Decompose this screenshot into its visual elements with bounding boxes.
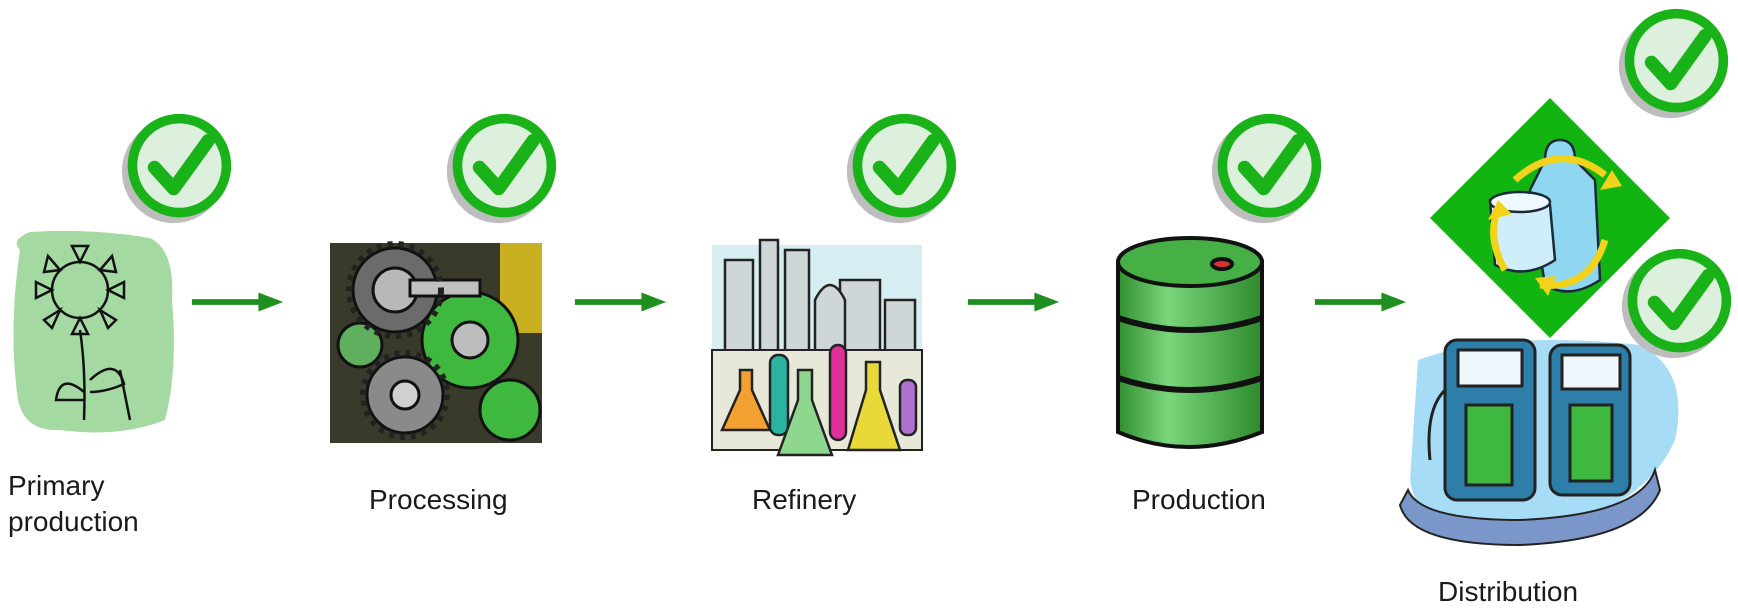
arrow-right-icon	[192, 293, 283, 312]
fuel-pump-icon	[1398, 338, 1679, 547]
check-icon	[122, 114, 231, 223]
stage-label-primary-production: Primary production	[8, 470, 139, 537]
check-icon	[1212, 114, 1321, 223]
check-icon	[847, 114, 956, 223]
arrow-right-icon	[1315, 293, 1406, 312]
stage-label-production: Production	[1132, 484, 1266, 515]
stage-label-distribution: Distribution	[1438, 576, 1579, 607]
arrow-right-icon	[968, 293, 1059, 312]
stage-label-processing: Processing	[369, 484, 508, 515]
recycling-bottles-icon	[1430, 98, 1670, 338]
sunflower-icon	[13, 230, 174, 433]
check-icon	[1622, 249, 1731, 358]
refinery-flasks-icon	[711, 238, 923, 457]
stage-label-refinery: Refinery	[752, 484, 857, 515]
arrow-right-icon	[575, 293, 666, 312]
oil-barrel-icon	[1116, 236, 1264, 449]
gears-icon	[330, 241, 542, 443]
check-icon	[447, 114, 556, 223]
check-icon	[1619, 9, 1728, 118]
